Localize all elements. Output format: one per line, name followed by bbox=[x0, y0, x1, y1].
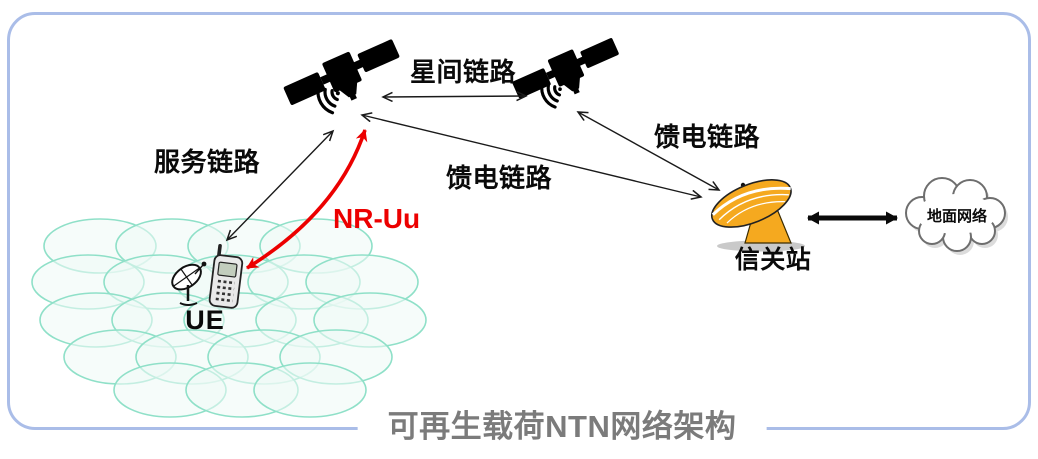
diagram-title: 可再生载荷NTN网络架构 bbox=[357, 409, 767, 445]
mobile-phone-icon bbox=[208, 244, 244, 309]
signal-waves-icon bbox=[540, 82, 562, 109]
beam-coverage-cells bbox=[31, 218, 427, 418]
satellite-icon bbox=[512, 38, 619, 109]
nr-uu-label: NR-Uu bbox=[333, 203, 421, 234]
feeder-link-right-arrow bbox=[578, 112, 719, 190]
satellite-dish-icon bbox=[711, 179, 805, 252]
satellite-icon bbox=[283, 39, 400, 115]
feeder-link-right-label: 馈电链路 bbox=[654, 122, 761, 152]
gateway-station-label: 信关站 bbox=[734, 246, 812, 274]
nr-uu-link-arrow bbox=[246, 129, 368, 270]
inter-satellite-link-arrow bbox=[383, 96, 526, 97]
cloud-icon bbox=[905, 177, 1008, 255]
signal-waves-icon bbox=[316, 86, 340, 115]
service-link-label: 服务链路 bbox=[154, 147, 261, 177]
ue-label: UE bbox=[185, 305, 225, 335]
small-dish-icon bbox=[171, 261, 207, 306]
feeder-link-main-label: 馈电链路 bbox=[446, 163, 553, 193]
inter-satellite-link-label: 星间链路 bbox=[410, 57, 517, 87]
ground-network-label: 地面网络 bbox=[926, 208, 988, 225]
